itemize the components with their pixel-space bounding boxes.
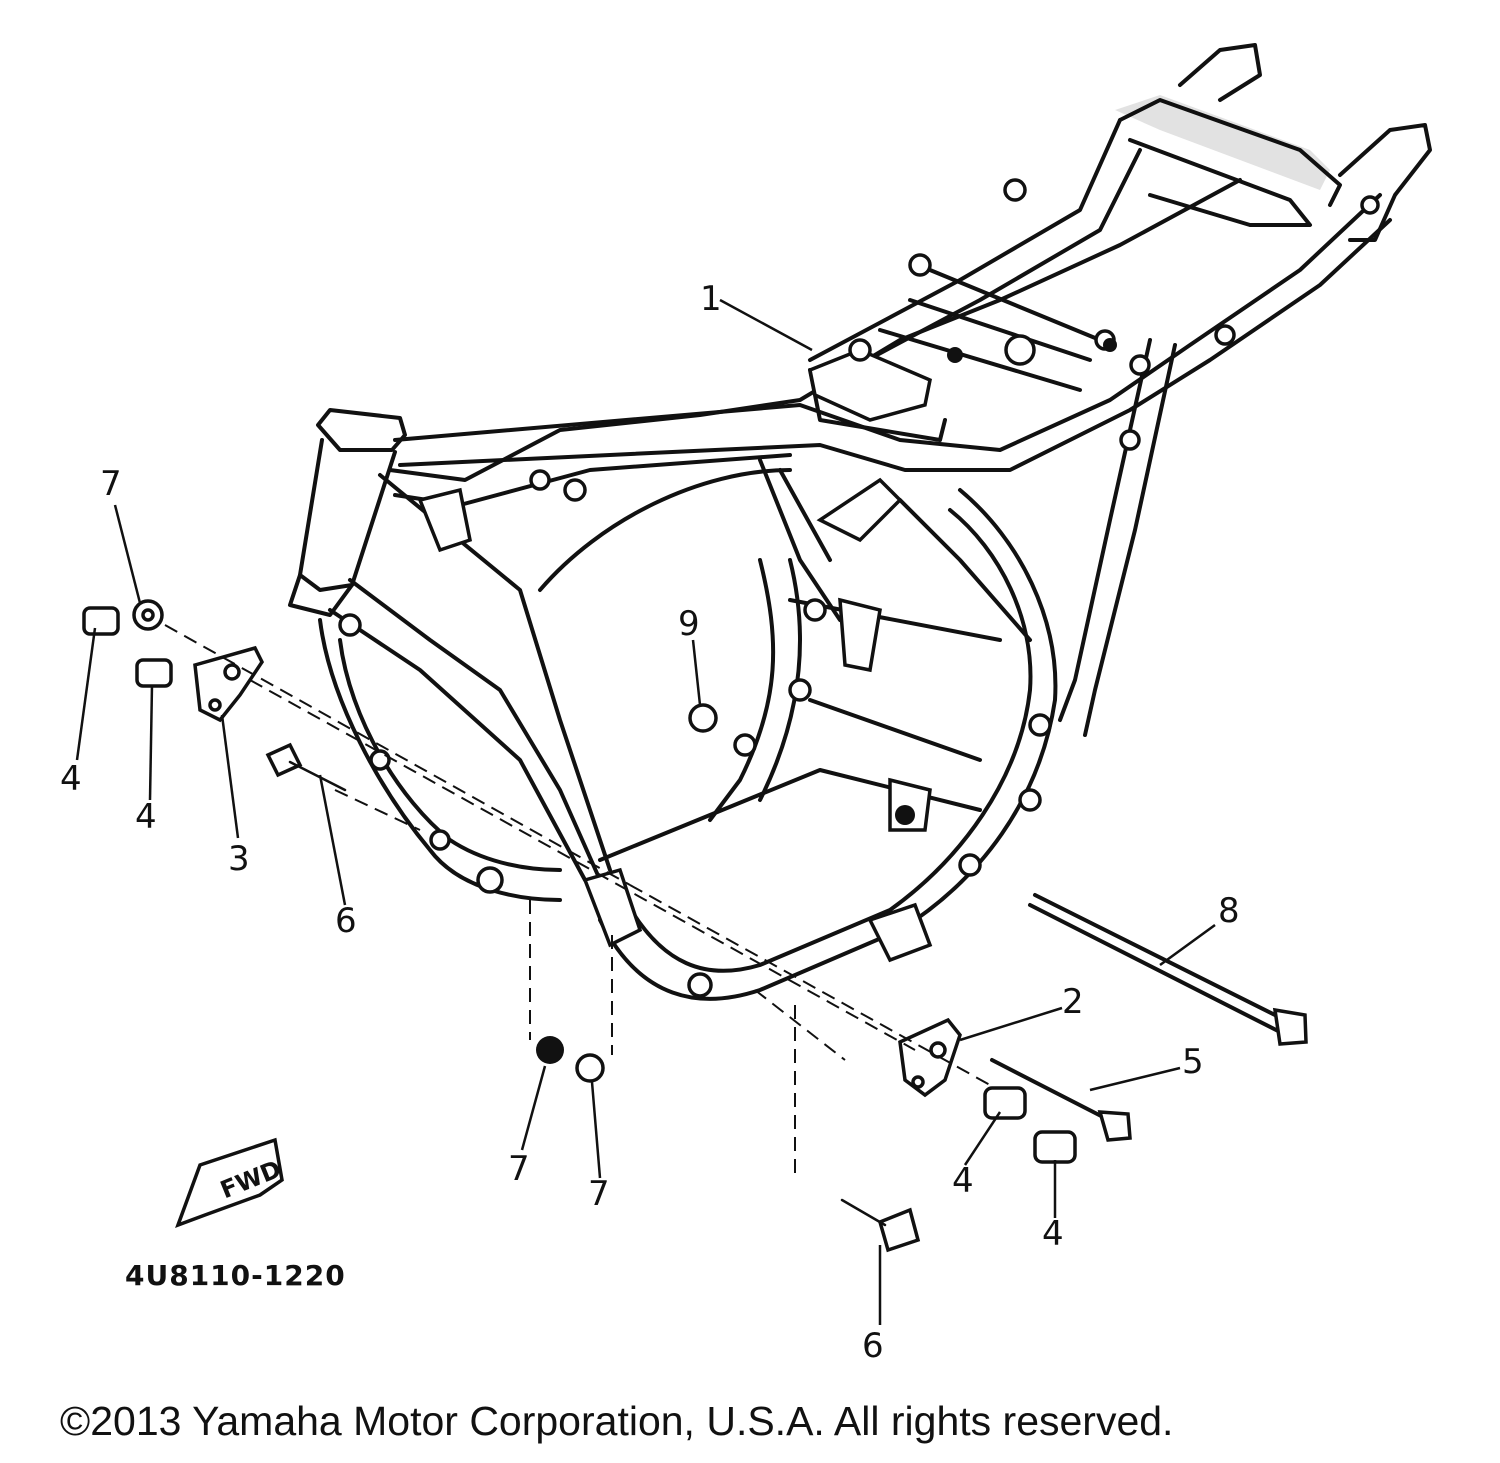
bolt-8	[1272, 1007, 1308, 1046]
callout-4a: 4	[60, 759, 82, 799]
callout-2: 2	[1062, 982, 1084, 1022]
fwd-block	[175, 1137, 284, 1228]
collar-4b	[135, 658, 173, 688]
callout-7a: 7	[100, 464, 122, 504]
alignment-lines	[164, 624, 991, 1175]
bracket-3	[193, 645, 265, 723]
callout-6b: 6	[862, 1326, 884, 1366]
callout-4c: 4	[952, 1161, 974, 1201]
callout-5: 5	[1182, 1042, 1204, 1082]
frame-assembly	[288, 43, 1432, 1001]
callout-9: 9	[678, 604, 700, 644]
collar-4a	[82, 606, 120, 636]
collar-4d	[1033, 1130, 1077, 1164]
nut-7b	[536, 1036, 564, 1064]
leader-lines	[75, 298, 1216, 1325]
bolt-5	[1097, 1110, 1132, 1142]
collar-4c	[983, 1086, 1027, 1120]
bolt-6b	[877, 1207, 921, 1253]
callout-3: 3	[228, 839, 250, 879]
bracket-2	[898, 1017, 962, 1098]
nut-7c	[575, 1053, 605, 1083]
callout-7b: 7	[508, 1149, 530, 1189]
part-code: 4U8110-1220	[125, 1259, 346, 1292]
callout-7c: 7	[588, 1174, 610, 1214]
callout-8: 8	[1218, 891, 1240, 931]
bolt-6a	[265, 742, 303, 778]
callout-4b: 4	[135, 797, 157, 837]
callout-6a: 6	[335, 901, 357, 941]
callout-4d: 4	[1042, 1214, 1064, 1254]
callout-labels: 1 2 3 4 4 4 4 5 6 6 7 7 7 8 9 4U8110-122…	[60, 279, 1240, 1366]
nut-9	[688, 703, 718, 733]
callout-1: 1	[700, 279, 722, 319]
copyright-notice: ©2013 Yamaha Motor Corporation, U.S.A. A…	[60, 1398, 1174, 1444]
loose-parts: FWD	[82, 599, 1308, 1253]
